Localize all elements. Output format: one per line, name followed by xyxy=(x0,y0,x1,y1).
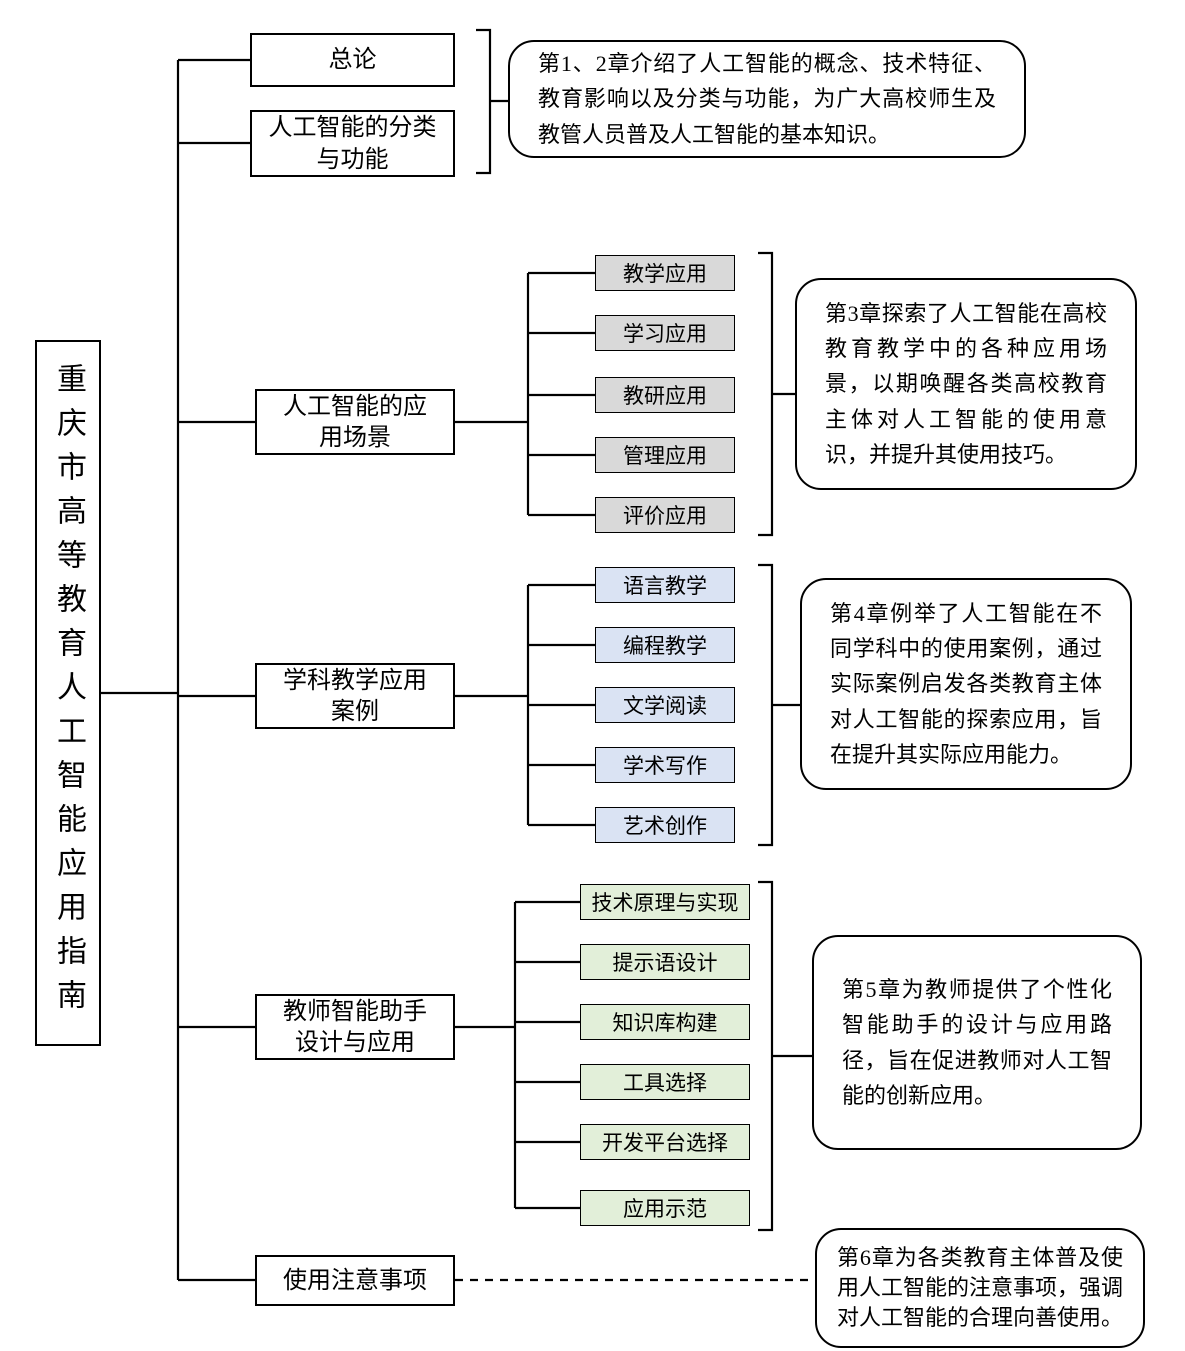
annotation-ch3-text: 第3章探索了人工智能在高校教育教学中的各种应用场景，以期唤醒各类高校教育主体对人… xyxy=(825,301,1107,467)
leaf-scene-research-label: 教研应用 xyxy=(623,385,707,408)
branch-teacher-assistant-label: 教师智能助手设计与应用 xyxy=(283,997,427,1056)
leaf-scene-learning: 学习应用 xyxy=(595,315,735,351)
root-node-title: 重庆市高等教育人工智能应用指南 xyxy=(52,363,85,1023)
branch-usage-notes: 使用注意事项 xyxy=(255,1255,455,1306)
leaf-scene-evaluation: 评价应用 xyxy=(595,497,735,533)
bracket-ch5-icon xyxy=(758,880,812,1232)
leaf-assistant-prompt-design-label: 提示语设计 xyxy=(612,952,718,975)
leaf-assistant-platform-selection: 开发平台选择 xyxy=(580,1124,750,1160)
leaf-subject-literature: 文学阅读 xyxy=(595,687,735,723)
leaf-subject-academic-writing-label: 学术写作 xyxy=(623,755,707,778)
leaf-subject-programming-label: 编程教学 xyxy=(623,635,707,658)
leaf-assistant-platform-selection-label: 开发平台选择 xyxy=(602,1132,728,1155)
leaf-scene-evaluation-label: 评价应用 xyxy=(623,505,707,528)
branch-classification-label: 人工智能的分类与功能 xyxy=(268,114,437,173)
bracket-ch1-2-icon xyxy=(476,28,508,175)
branch-teacher-assistant: 教师智能助手设计与应用 xyxy=(255,994,455,1060)
branch-usage-notes-label: 使用注意事项 xyxy=(283,1266,427,1294)
leaf-scene-management-label: 管理应用 xyxy=(623,445,707,468)
leaf-assistant-prompt-design: 提示语设计 xyxy=(580,944,750,980)
branch-subject-cases-label: 学科教学应用案例 xyxy=(283,666,427,725)
assistant-branch-connector xyxy=(455,900,580,1210)
annotation-ch3: 第3章探索了人工智能在高校教育教学中的各种应用场景，以期唤醒各类高校教育主体对人… xyxy=(795,278,1137,490)
leaf-assistant-tool-selection-label: 工具选择 xyxy=(623,1072,707,1095)
leaf-subject-language: 语言教学 xyxy=(595,567,735,603)
branch-classification: 人工智能的分类与功能 xyxy=(250,110,455,177)
leaf-scene-research: 教研应用 xyxy=(595,377,735,413)
leaf-assistant-application-demo-label: 应用示范 xyxy=(623,1198,707,1221)
leaf-assistant-principles: 技术原理与实现 xyxy=(580,884,750,920)
branch-overview-label: 总论 xyxy=(328,46,377,74)
leaf-subject-academic-writing: 学术写作 xyxy=(595,747,735,783)
annotation-ch6: 第6章为各类教育主体普及使用人工智能的注意事项，强调对人工智能的合理向善使用。 xyxy=(815,1228,1145,1348)
leaf-subject-art-creation-label: 艺术创作 xyxy=(623,815,707,838)
leaf-scene-learning-label: 学习应用 xyxy=(623,323,707,346)
leaf-assistant-knowledge-base-label: 知识库构建 xyxy=(612,1012,718,1035)
scenes-branch-connector xyxy=(455,271,595,517)
leaf-assistant-principles-label: 技术原理与实现 xyxy=(591,892,739,915)
annotation-ch5-text: 第5章为教师提供了个性化智能助手的设计与应用路径，旨在促进教师对人工智能的创新应… xyxy=(842,977,1112,1108)
leaf-scene-management: 管理应用 xyxy=(595,437,735,473)
leaf-assistant-tool-selection: 工具选择 xyxy=(580,1064,750,1100)
branch-application-scenes-label: 人工智能的应用场景 xyxy=(283,392,427,451)
subjects-branch-connector xyxy=(455,583,595,827)
leaf-subject-language-label: 语言教学 xyxy=(623,575,707,598)
leaf-assistant-application-demo: 应用示范 xyxy=(580,1190,750,1226)
root-node: 重庆市高等教育人工智能应用指南 xyxy=(35,340,101,1046)
leaf-subject-art-creation: 艺术创作 xyxy=(595,807,735,843)
annotation-ch4: 第4章例举了人工智能在不同学科中的使用案例，通过实际案例启发各类教育主体对人工智… xyxy=(800,578,1132,790)
leaf-scene-teaching-label: 教学应用 xyxy=(623,263,707,286)
branch-overview: 总论 xyxy=(250,33,455,87)
annotation-ch1-2-text: 第1、2章介绍了人工智能的概念、技术特征、教育影响以及分类与功能，为广大高校师生… xyxy=(538,51,996,147)
leaf-scene-teaching: 教学应用 xyxy=(595,255,735,291)
leaf-assistant-knowledge-base: 知识库构建 xyxy=(580,1004,750,1040)
bracket-ch3-icon xyxy=(758,251,795,537)
annotation-ch5: 第5章为教师提供了个性化智能助手的设计与应用路径，旨在促进教师对人工智能的创新应… xyxy=(812,935,1142,1150)
branch-application-scenes: 人工智能的应用场景 xyxy=(255,389,455,455)
leaf-subject-literature-label: 文学阅读 xyxy=(623,695,707,718)
annotation-ch1-2: 第1、2章介绍了人工智能的概念、技术特征、教育影响以及分类与功能，为广大高校师生… xyxy=(508,40,1026,158)
bracket-ch4-icon xyxy=(758,563,800,847)
leaf-subject-programming: 编程教学 xyxy=(595,627,735,663)
branch-subject-cases: 学科教学应用案例 xyxy=(255,663,455,729)
annotation-ch4-text: 第4章例举了人工智能在不同学科中的使用案例，通过实际案例启发各类教育主体对人工智… xyxy=(830,601,1102,767)
tree-trunk-connector xyxy=(101,58,255,1282)
annotation-ch6-text: 第6章为各类教育主体普及使用人工智能的注意事项，强调对人工智能的合理向善使用。 xyxy=(837,1245,1124,1330)
